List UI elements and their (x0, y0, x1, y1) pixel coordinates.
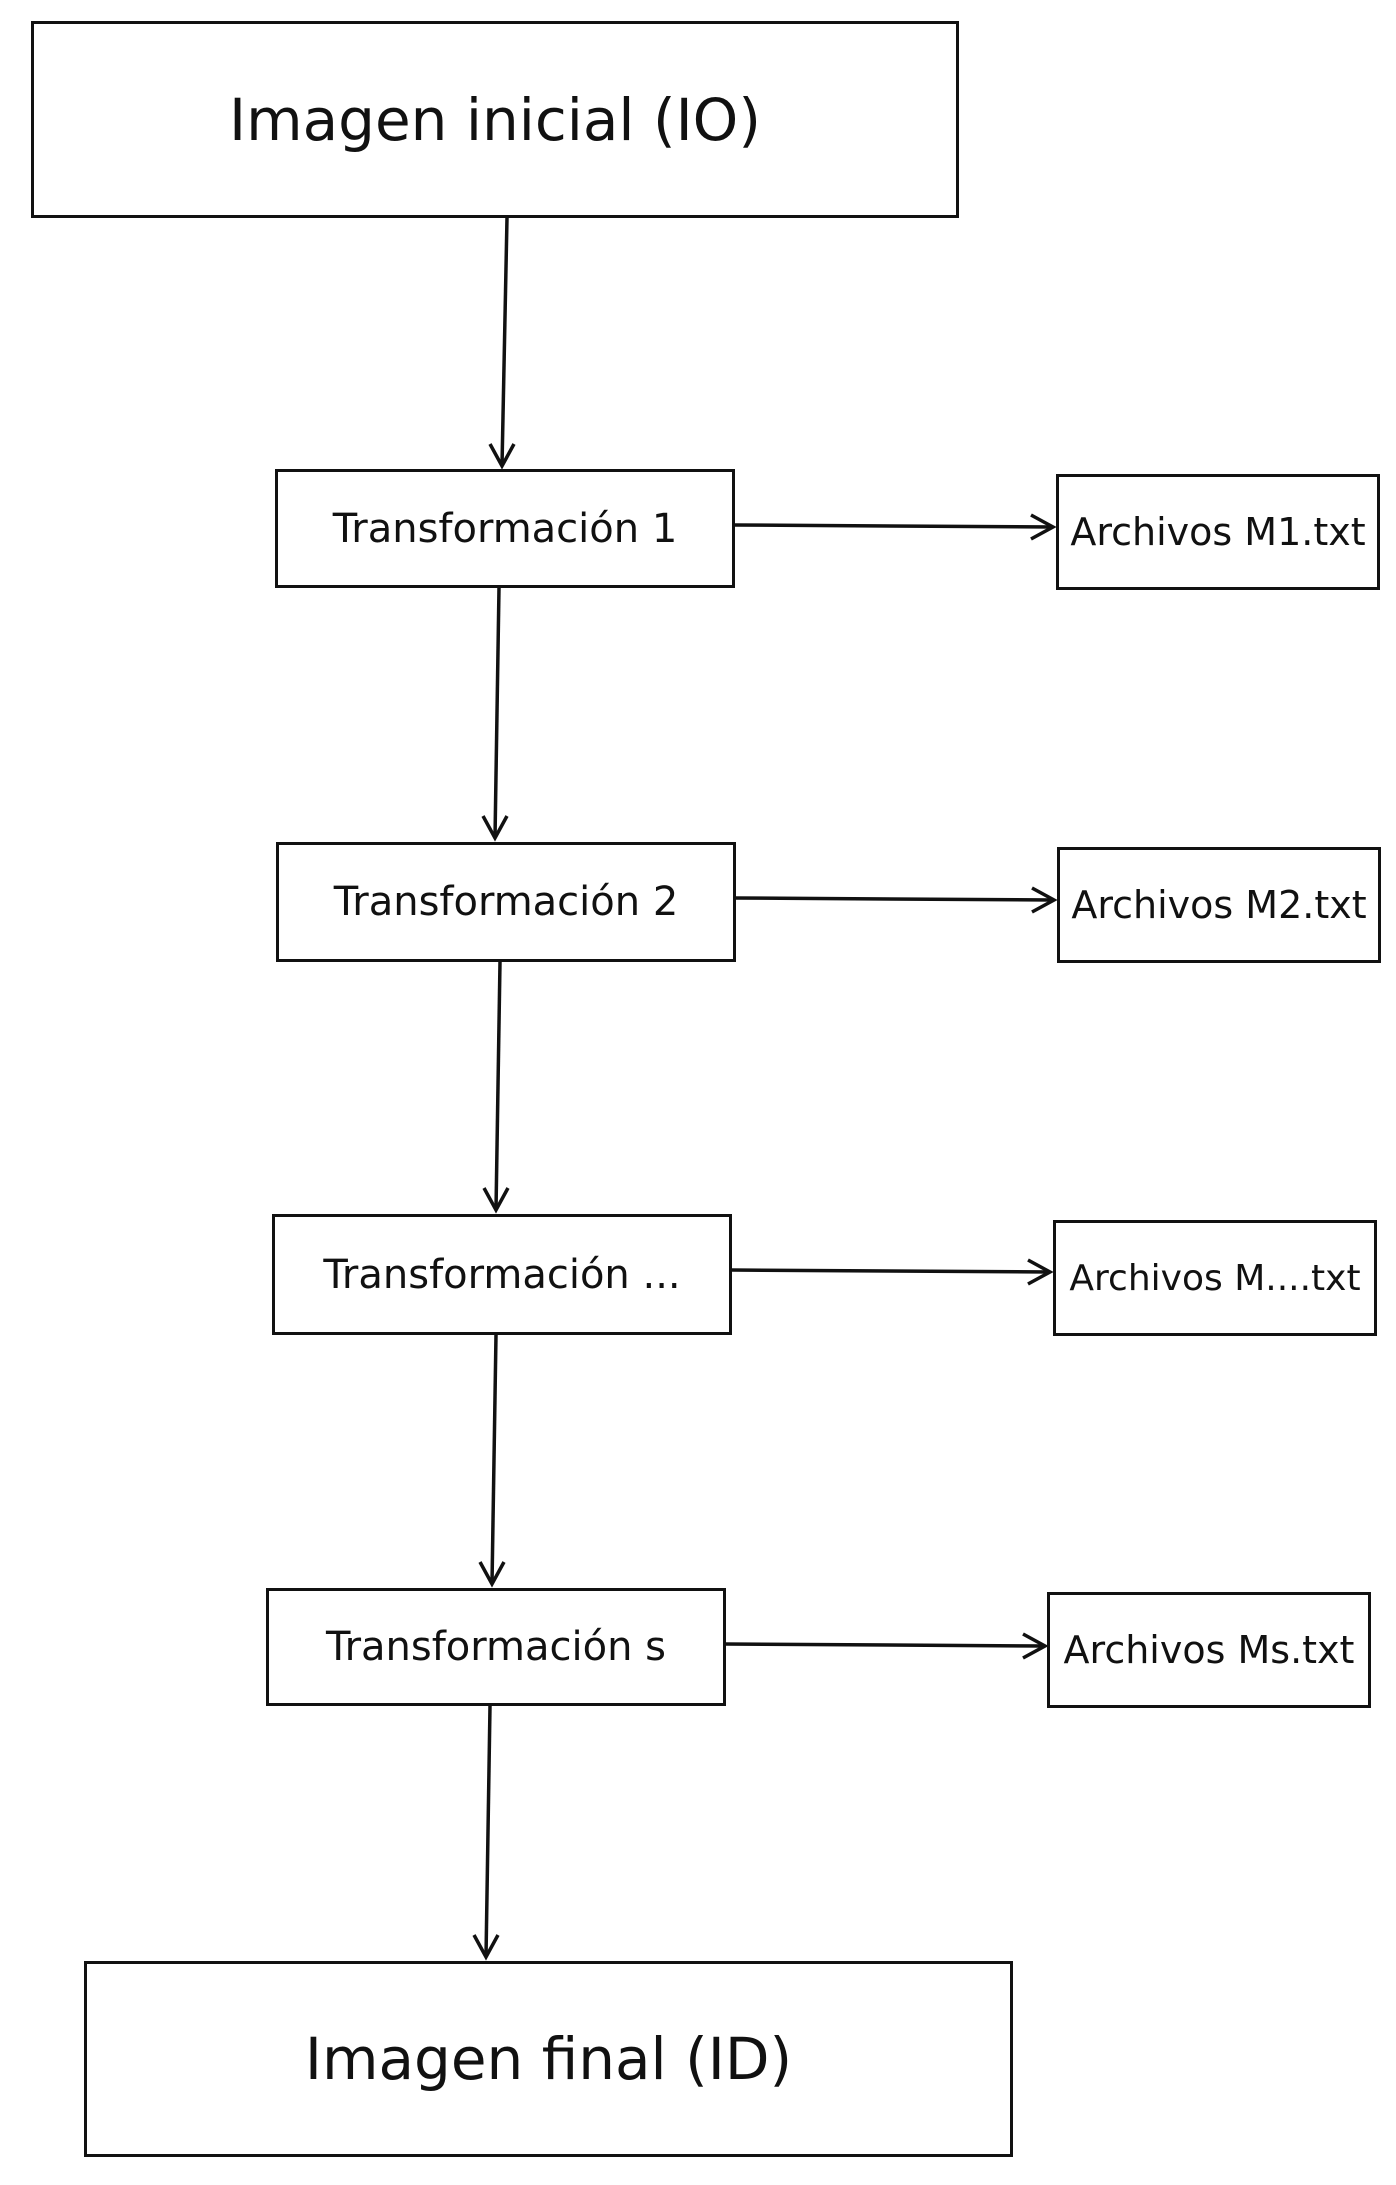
output-node-label: Archivos M2.txt (1071, 883, 1367, 927)
arrow-step-1-to-output-1 (733, 523, 1054, 529)
arrow-start-to-step-1 (500, 217, 509, 467)
arrowhead-output-4 (1022, 1632, 1049, 1660)
step-node-label: Transformación 1 (332, 505, 678, 552)
arrowhead-step-1 (488, 443, 516, 470)
arrow-step-3-to-output-3 (730, 1268, 1051, 1274)
arrowhead-output-3 (1027, 1258, 1054, 1286)
arrowhead-output-1 (1030, 513, 1057, 541)
step-node-1: Transformación 1 (275, 469, 735, 588)
start-node-label: Imagen inicial (IO) (229, 85, 761, 154)
arrow-step-1-to-step-2 (493, 587, 501, 839)
step-node-2: Transformación 2 (276, 842, 736, 962)
end-node-label: Imagen final (ID) (304, 2025, 793, 2093)
output-node-1: Archivos M1.txt (1056, 474, 1380, 590)
arrow-step-4-to-end (484, 1705, 492, 1958)
step-node-label: Transformación s (326, 1624, 666, 1670)
step-node-4: Transformación s (266, 1588, 726, 1706)
output-node-label: Archivos Ms.txt (1063, 1628, 1355, 1672)
arrow-step-2-to-step-3 (494, 961, 502, 1211)
step-node-label: Transformación ... (323, 1251, 681, 1298)
arrowhead-step-2 (481, 815, 509, 842)
start-node: Imagen inicial (IO) (31, 21, 959, 218)
step-node-label: Transformación 2 (333, 879, 679, 925)
output-node-3: Archivos M....txt (1053, 1220, 1377, 1336)
arrow-step-2-to-output-2 (734, 896, 1055, 902)
arrowhead-end (472, 1934, 500, 1961)
output-node-4: Archivos Ms.txt (1047, 1592, 1371, 1708)
arrow-step-4-to-output-4 (723, 1642, 1046, 1648)
end-node: Imagen final (ID) (84, 1961, 1013, 2157)
arrowhead-output-2 (1031, 886, 1058, 914)
arrowhead-step-3 (482, 1187, 510, 1214)
arrowhead-step-4 (478, 1561, 506, 1588)
output-node-2: Archivos M2.txt (1057, 847, 1381, 963)
step-node-3: Transformación ... (272, 1214, 732, 1335)
output-node-label: Archivos M....txt (1069, 1257, 1361, 1299)
arrow-step-3-to-step-4 (490, 1334, 498, 1585)
output-node-label: Archivos M1.txt (1070, 510, 1366, 554)
